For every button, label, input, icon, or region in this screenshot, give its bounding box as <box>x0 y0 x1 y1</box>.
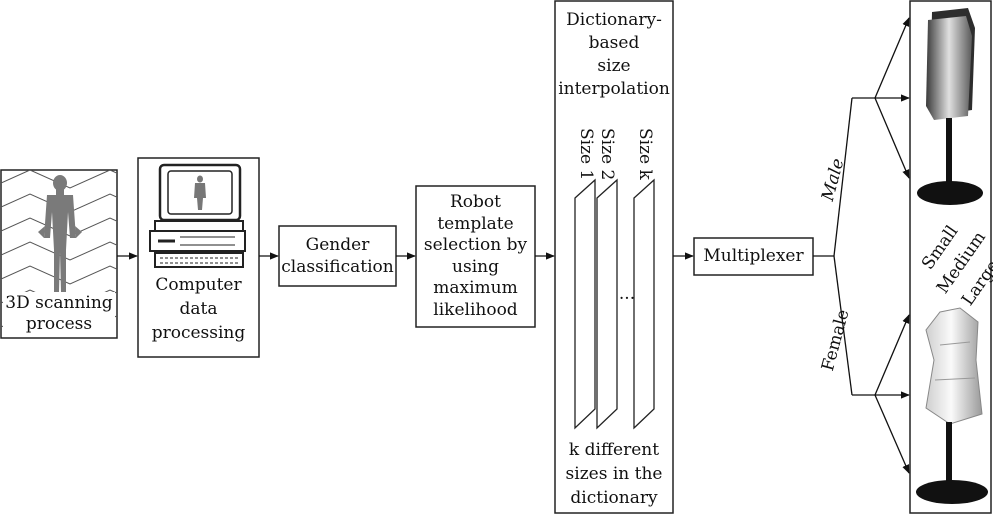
dictionary-title-4: interpolation <box>558 79 670 99</box>
multiplexer-label: Multiplexer <box>703 246 804 266</box>
dictionary-bottom: k different sizes in the dictionary <box>556 438 672 510</box>
dictionary-title-3: size <box>597 56 631 76</box>
scanning-line-1: 3D scanning <box>5 293 113 313</box>
gender-line-2: classification <box>281 257 394 277</box>
dictionary-bottom-3: dictionary <box>570 488 658 508</box>
scanning-label: 3D scanning process <box>2 293 116 335</box>
scanning-line-2: process <box>25 314 93 334</box>
dictionary-title-2: based <box>588 33 640 53</box>
gender-line-1: Gender <box>305 235 370 255</box>
robot-line-4: using <box>452 256 499 277</box>
planes-ellipsis: ... <box>618 284 636 304</box>
female-mannequin-image <box>916 307 988 504</box>
scanning-illustration <box>0 169 118 339</box>
dictionary-bottom-2: sizes in the <box>565 464 663 484</box>
robot-line-5: maximum <box>433 278 518 298</box>
robot-line-2: template <box>437 213 514 234</box>
dictionary-title-1: Dictionary- <box>566 10 662 30</box>
size-k-label: Size k <box>635 128 655 180</box>
size-1-label: Size 1 <box>576 128 596 181</box>
gender-label: Gender classification <box>280 234 395 278</box>
robot-line-1: Robot <box>450 192 501 212</box>
robot-line-6: likelihood <box>433 299 518 320</box>
robot-line-3: selection by <box>423 235 528 255</box>
computer-line-2: data <box>179 299 218 319</box>
flow-arrows <box>117 17 910 474</box>
computer-label: Computer data processing <box>139 273 258 345</box>
human-silhouette-icon <box>38 175 82 292</box>
male-mannequin-image <box>917 8 983 205</box>
computer-line-1: Computer <box>155 275 242 295</box>
dictionary-title: Dictionary- based size interpolation <box>556 9 672 101</box>
computer-illustration <box>149 163 246 268</box>
dictionary-bottom-1: k different <box>568 440 660 460</box>
screen-figure-icon <box>194 175 206 210</box>
size-2-label: Size 2 <box>597 128 617 181</box>
dictionary-planes <box>574 178 655 430</box>
computer-line-3: processing <box>151 323 246 343</box>
robot-label: Robot template selection by using maximu… <box>417 192 534 321</box>
